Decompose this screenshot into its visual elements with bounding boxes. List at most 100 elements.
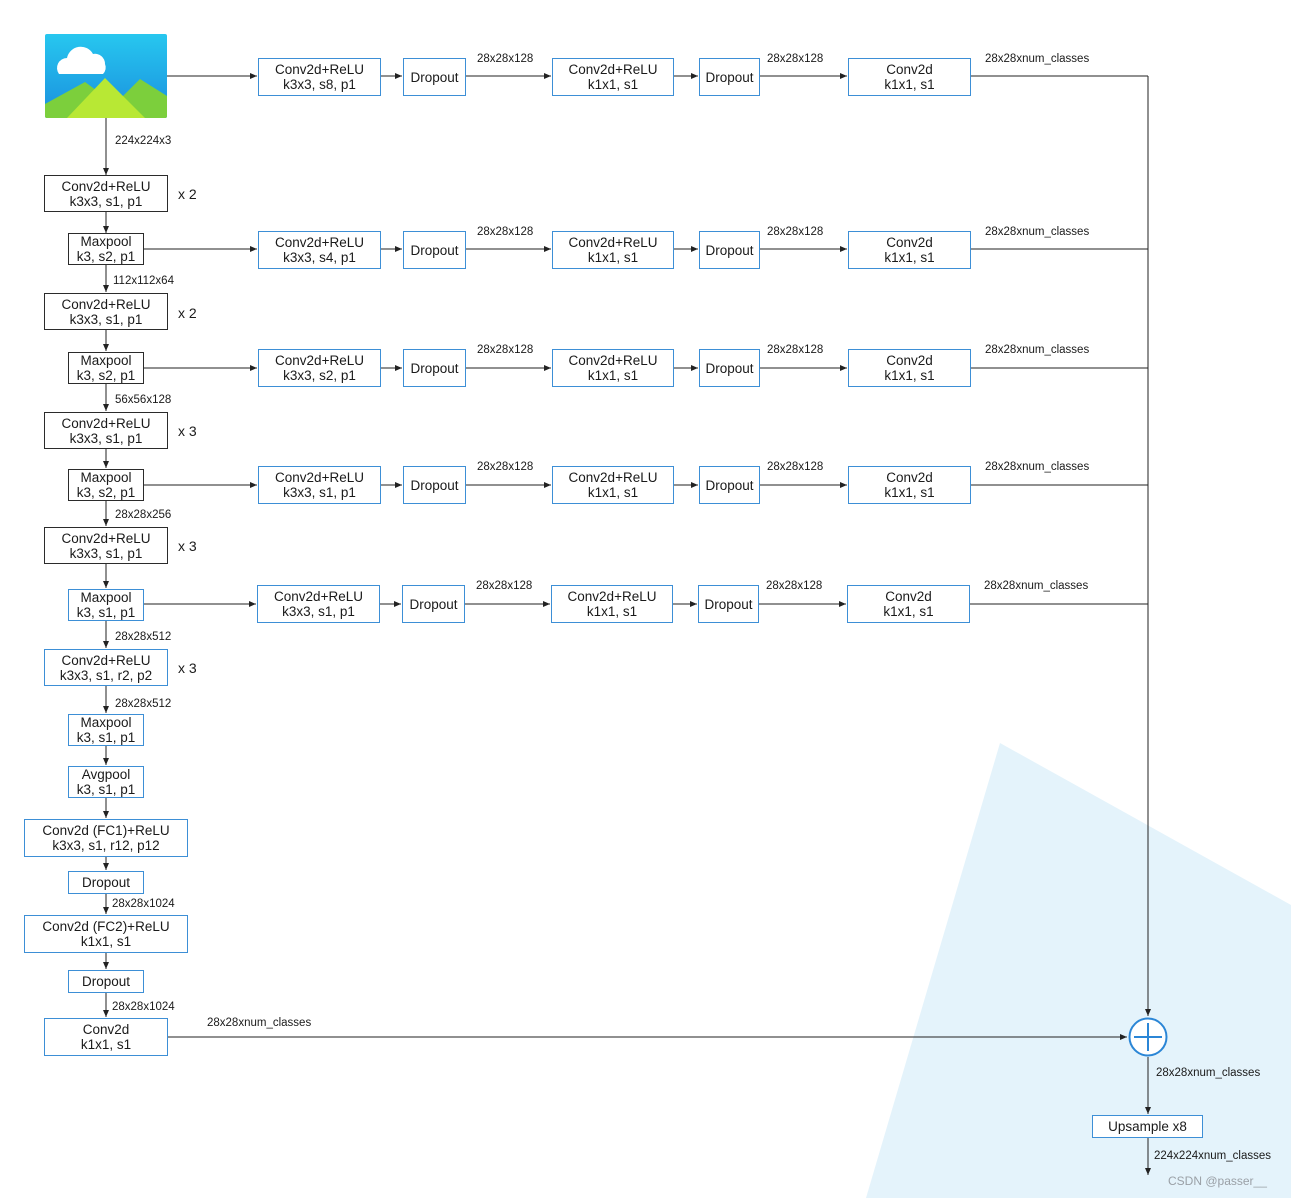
branch-4-dropout-2-line1: Dropout (705, 477, 754, 493)
branch-4-dim-2: 28x28x128 (767, 461, 824, 473)
backbone-conv-block-2: Conv2d+ReLU k3x3, s1, p1 (44, 293, 168, 330)
branch-1-output-dim: 28x28xnum_classes (985, 53, 1090, 65)
branch-1-dropout-2-line1: Dropout (705, 69, 754, 85)
branch-1-conv-relu-1x1-line1: Conv2d+ReLU (568, 62, 658, 77)
branch-2-conv-relu-1x1-line1: Conv2d+ReLU (568, 235, 658, 250)
branch-1-dim-1: 28x28x128 (477, 53, 534, 65)
branch-1-dropout-1: Dropout (403, 58, 466, 96)
branch-4-conv-relu-1x1-line1: Conv2d+ReLU (568, 470, 658, 485)
branch-3-conv-relu-line2: k3x3, s2, p1 (283, 368, 356, 383)
branch-3-output-dim: 28x28xnum_classes (985, 344, 1090, 356)
final-line2: k1x1, s1 (80, 1037, 132, 1052)
watermark-text: CSDN @passer__ (1168, 1174, 1267, 1188)
branch-2-conv-relu-line1: Conv2d+ReLU (275, 235, 364, 250)
avgpool-line2: k3, s1, p1 (76, 782, 136, 797)
branch-2-dropout-2-line1: Dropout (705, 242, 754, 258)
branch-2-output-dim: 28x28xnum_classes (985, 226, 1090, 238)
pool1-line1: Maxpool (80, 234, 132, 249)
final-output-label: 224x224xnum_classes (1154, 1150, 1271, 1162)
branch-2-dropout-1: Dropout (403, 231, 466, 269)
branch-1-dropout-1-line1: Dropout (410, 69, 459, 85)
branch-2-dim-1: 28x28x128 (477, 226, 534, 238)
branch-5-dim-1: 28x28x128 (476, 580, 533, 592)
branch-5-conv-1x1-line1: Conv2d (885, 589, 932, 604)
branch-4-conv-relu-line2: k3x3, s1, p1 (283, 485, 356, 500)
branch-1-dim-2: 28x28x128 (767, 53, 824, 65)
branch-3-dropout-1-line1: Dropout (410, 360, 459, 376)
upsample-line1: Upsample x8 (1108, 1119, 1187, 1134)
backbone-maxpool-4: Maxpool k3, s1, p1 (68, 589, 144, 621)
branch-2-dim-2: 28x28x128 (767, 226, 824, 238)
fc2-line1: Conv2d (FC2)+ReLU (42, 919, 170, 934)
block2-line2: k3x3, s1, p1 (69, 311, 143, 327)
backbone-dropout-2: Dropout (68, 970, 144, 993)
block3-line2: k3x3, s1, p1 (69, 430, 143, 446)
block1-repeat: x 2 (178, 186, 197, 202)
branch-1-conv-relu-1x1-line2: k1x1, s1 (587, 77, 639, 92)
branch-1-conv-1x1-line2: k1x1, s1 (884, 77, 935, 92)
branch-connectors (143, 73, 1151, 1175)
branch-5-conv-relu-1x1-line1: Conv2d+ReLU (567, 589, 657, 604)
block4-repeat: x 3 (178, 538, 197, 554)
branch-5-dropout-1-line1: Dropout (409, 596, 458, 612)
pool5-line2: k3, s1, p1 (76, 730, 136, 745)
pool4-line2: k3, s1, p1 (76, 605, 136, 620)
sum-out-label: 28x28xnum_classes (1156, 1067, 1261, 1079)
pool4-line1: Maxpool (80, 590, 132, 605)
branch-4-dropout-1-line1: Dropout (410, 477, 459, 493)
branch-4-conv-1x1-line2: k1x1, s1 (884, 485, 935, 500)
branch-4-output-dim: 28x28xnum_classes (985, 461, 1090, 473)
branch-4-conv-1x1-line1: Conv2d (886, 470, 933, 485)
branch-5-conv-relu-1x1-line2: k1x1, s1 (586, 604, 638, 619)
pool2-line2: k3, s2, p1 (76, 368, 136, 383)
fc1-line2: k3x3, s1, r12, p12 (52, 838, 160, 853)
branch-5-conv-relu-line2: k3x3, s1, p1 (282, 604, 355, 619)
dim3-label: 28x28x256 (115, 509, 172, 521)
dim2-label: 56x56x128 (115, 394, 172, 406)
block5-line1: Conv2d+ReLU (61, 652, 151, 668)
block3-repeat: x 3 (178, 423, 197, 439)
branch-2-dropout-1-line1: Dropout (410, 242, 459, 258)
branch-4-dropout-1: Dropout (403, 466, 466, 504)
branch-4-conv-relu-1x1-line2: k1x1, s1 (587, 485, 639, 500)
final-line1: Conv2d (82, 1022, 130, 1037)
fc2-line2: k1x1, s1 (80, 934, 132, 949)
branch-3-conv-relu-1x1-line1: Conv2d+ReLU (568, 353, 658, 368)
branch-1-conv-relu-line1: Conv2d+ReLU (275, 62, 364, 77)
pool2-line1: Maxpool (80, 353, 132, 368)
branch-2-conv-relu-1x1-line2: k1x1, s1 (587, 250, 639, 265)
backbone-final-conv: Conv2d k1x1, s1 (44, 1018, 168, 1056)
branch-4-conv-relu-line1: Conv2d+ReLU (275, 470, 364, 485)
backbone-avgpool: Avgpool k3, s1, p1 (68, 766, 144, 798)
branch-1-conv-relu-line2: k3x3, s8, p1 (283, 77, 356, 92)
backbone-maxpool-3: Maxpool k3, s2, p1 (68, 469, 144, 501)
backbone-fc1: Conv2d (FC1)+ReLU k3x3, s1, r12, p12 (24, 819, 188, 857)
backbone-maxpool-1: Maxpool k3, s2, p1 (68, 233, 144, 265)
branch-1-dropout-2: Dropout (699, 58, 760, 96)
dim6-label: 28x28x1024 (112, 898, 175, 910)
block2-line1: Conv2d+ReLU (61, 296, 151, 312)
image-placeholder-icon (45, 34, 167, 118)
drop2-line1: Dropout (81, 974, 131, 989)
drop1-line1: Dropout (81, 875, 131, 890)
backbone-conv-block-4: Conv2d+ReLU k3x3, s1, p1 (44, 527, 168, 564)
backbone-fc2: Conv2d (FC2)+ReLU k1x1, s1 (24, 915, 188, 953)
fc1-line1: Conv2d (FC1)+ReLU (42, 823, 170, 838)
block4-line1: Conv2d+ReLU (61, 530, 151, 546)
block4-line2: k3x3, s1, p1 (69, 545, 143, 561)
block2-repeat: x 2 (178, 305, 197, 321)
branch-5-conv-1x1-line2: k1x1, s1 (883, 604, 934, 619)
branch-5-dropout-1: Dropout (402, 585, 465, 623)
upsample-box: Upsample x8 (1092, 1115, 1203, 1138)
branch-3-conv-1x1-line1: Conv2d (886, 353, 933, 368)
